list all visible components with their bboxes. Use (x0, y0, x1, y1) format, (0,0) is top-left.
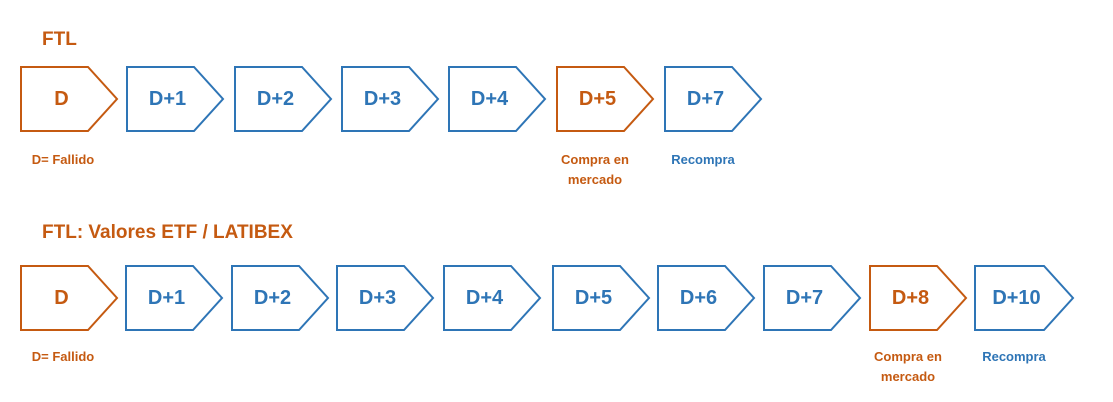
step-label: D+2 (256, 88, 295, 110)
step-d-plus-3: D+3 (341, 66, 440, 132)
step-outline (443, 265, 542, 331)
step-chevron-shape (341, 66, 440, 132)
step-d-plus-2: D+2 (234, 66, 333, 132)
step-label: D+4 (470, 88, 509, 110)
step-d: D (20, 265, 119, 331)
step-outline (448, 66, 547, 132)
step-note: D= Fallido (8, 150, 118, 170)
timeline-ftl: D D+1 D+2 D+3 D+4 D+5 D+7 D= Fallido Compra en me… (0, 66, 1113, 187)
step-chevron-shape (20, 265, 119, 331)
step-outline (126, 66, 225, 132)
step-label: D+2 (253, 287, 292, 309)
step-note-line: Compra en (561, 152, 629, 167)
step-outline (869, 265, 968, 331)
step-label: D+3 (358, 287, 397, 309)
step-d-plus-7: D+7 (763, 265, 862, 331)
step-chevron-shape (336, 265, 435, 331)
step-d: D (20, 66, 119, 132)
step-outline (974, 265, 1075, 331)
step-note-line: D= Fallido (31, 152, 95, 167)
step-chevron-shape (125, 265, 224, 331)
step-note: Recompra (644, 150, 762, 170)
step-note: D= Fallido (8, 347, 118, 367)
step-label: D+6 (679, 287, 718, 309)
step-chevron-shape (974, 265, 1075, 331)
step-label: D+5 (578, 88, 617, 110)
step-chevron-shape (231, 265, 330, 331)
step-label: D+5 (574, 287, 613, 309)
step-d-plus-6: D+6 (657, 265, 756, 331)
step-note-line: Compra en (874, 349, 942, 364)
step-note-line: Recompra (982, 349, 1046, 364)
step-note-line: mercado (880, 369, 936, 384)
step-d-plus-5: D+5 (552, 265, 651, 331)
step-label: D (54, 287, 69, 309)
step-d-plus-5: D+5 (556, 66, 655, 132)
timeline-ftl-etf-latibex: D D+1 D+2 D+3 D+4 D+5 D+6 D+7 D+8 D+10 D= Fallido C… (0, 265, 1113, 384)
step-outline (336, 265, 435, 331)
step-outline (763, 265, 862, 331)
step-note: Compra en mercado (849, 347, 967, 387)
step-label: D+10 (992, 287, 1041, 309)
step-d-plus-1: D+1 (125, 265, 224, 331)
step-label: D+3 (363, 88, 402, 110)
step-label: D+1 (147, 287, 186, 309)
step-note-line: D= Fallido (31, 349, 95, 364)
step-d-plus-2: D+2 (231, 265, 330, 331)
step-label: D (54, 88, 69, 110)
step-d-plus-4: D+4 (443, 265, 542, 331)
step-outline (552, 265, 651, 331)
step-label: D+7 (686, 88, 725, 110)
step-note: Compra en mercado (536, 150, 654, 190)
step-label: D+1 (148, 88, 187, 110)
step-chevron-shape (556, 66, 655, 132)
step-outline (657, 265, 756, 331)
step-d-plus-8: D+8 (869, 265, 968, 331)
step-d-plus-3: D+3 (336, 265, 435, 331)
step-outline (664, 66, 763, 132)
step-label: D+8 (891, 287, 930, 309)
step-chevron-shape (664, 66, 763, 132)
step-outline (556, 66, 655, 132)
step-outline (20, 265, 119, 331)
step-chevron-shape (443, 265, 542, 331)
step-chevron-shape (20, 66, 119, 132)
step-chevron-shape (234, 66, 333, 132)
step-note: Recompra (954, 347, 1074, 367)
step-note-line: mercado (567, 172, 623, 187)
step-outline (341, 66, 440, 132)
step-outline (125, 265, 224, 331)
step-chevron-shape (763, 265, 862, 331)
step-chevron-shape (657, 265, 756, 331)
section-title-ftl: FTL (42, 29, 77, 50)
step-d-plus-4: D+4 (448, 66, 547, 132)
step-d-plus-7: D+7 (664, 66, 763, 132)
step-label: D+4 (465, 287, 504, 309)
step-outline (20, 66, 119, 132)
step-chevron-shape (126, 66, 225, 132)
step-outline (231, 265, 330, 331)
step-d-plus-10: D+10 (974, 265, 1075, 331)
step-chevron-shape (552, 265, 651, 331)
step-chevron-shape (448, 66, 547, 132)
step-label: D+7 (785, 287, 824, 309)
section-title-ftl-etf-latibex: FTL: Valores ETF / LATIBEX (42, 222, 293, 243)
step-outline (234, 66, 333, 132)
step-d-plus-1: D+1 (126, 66, 225, 132)
step-note-line: Recompra (671, 152, 735, 167)
step-chevron-shape (869, 265, 968, 331)
